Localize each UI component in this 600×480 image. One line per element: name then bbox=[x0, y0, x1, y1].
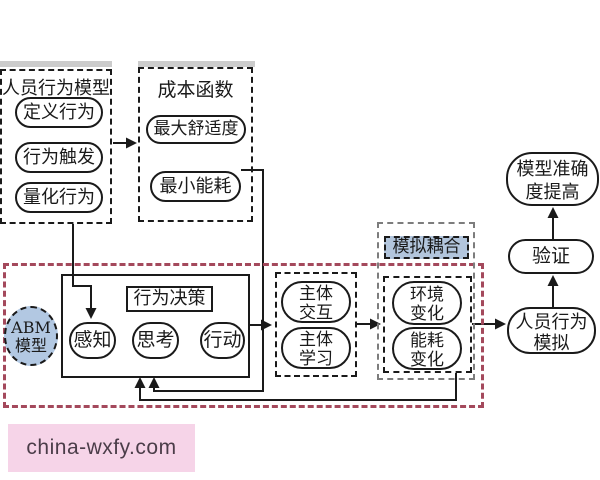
artifact-smudge-left bbox=[0, 61, 112, 67]
behavior-simulation-node: 人员行为 模拟 bbox=[507, 307, 596, 354]
behavior-trigger-node: 行为触发 bbox=[15, 142, 103, 173]
agent-learning-line1: 主体 bbox=[299, 330, 333, 350]
abm-model-ellipse: ABM 模型 bbox=[4, 306, 58, 366]
simulation-coupling-label: 模拟耦合 bbox=[384, 236, 469, 259]
abm-model-line2: 模型 bbox=[14, 336, 47, 355]
arrowhead-agent-to-coupling bbox=[370, 318, 381, 330]
simulation-coupling-box bbox=[377, 222, 475, 380]
model-accuracy-line2: 度提高 bbox=[525, 182, 580, 203]
behavior-simulation-line2: 模拟 bbox=[533, 333, 570, 354]
arrowhead-coupling-to-simulation bbox=[495, 318, 506, 330]
environment-change-line2: 变化 bbox=[410, 304, 444, 324]
energy-change-line2: 变化 bbox=[410, 350, 444, 370]
abm-model-line1: ABM bbox=[11, 318, 51, 337]
arrowhead-feedback-left bbox=[134, 377, 146, 388]
min-energy-node: 最小能耗 bbox=[150, 171, 241, 202]
artifact-smudge-right bbox=[138, 61, 255, 67]
think-node: 思考 bbox=[132, 322, 179, 359]
coupling-inner-box bbox=[383, 276, 472, 373]
agent-learning-line2: 学习 bbox=[299, 349, 333, 369]
environment-change-line1: 环境 bbox=[410, 285, 444, 305]
arrowhead-simulation-to-verification bbox=[547, 275, 559, 286]
arrowhead-verification-to-accuracy bbox=[547, 207, 559, 218]
energy-change-line1: 能耗 bbox=[410, 331, 444, 351]
behavior-model-box: 人员行为模型 bbox=[0, 69, 112, 224]
behavior-simulation-line1: 人员行为 bbox=[515, 312, 588, 333]
max-comfort-node: 最大舒适度 bbox=[146, 115, 246, 144]
arrowhead-model-to-cost bbox=[126, 137, 137, 149]
behavior-decision-box bbox=[61, 274, 250, 378]
line-model-to-perceive bbox=[72, 224, 92, 311]
watermark-banner: china-wxfy.com bbox=[8, 424, 195, 472]
act-node: 行动 bbox=[200, 322, 245, 359]
define-behavior-node: 定义行为 bbox=[15, 97, 103, 128]
line-cost-feedback bbox=[153, 169, 264, 392]
model-accuracy-line1: 模型准确 bbox=[516, 159, 589, 180]
behavior-decision-title: 行为决策 bbox=[126, 286, 213, 312]
arrowhead-abm-to-agent bbox=[261, 319, 272, 331]
behavior-model-title: 人员行为模型 bbox=[2, 78, 110, 99]
quantify-behavior-node: 量化行为 bbox=[15, 182, 103, 213]
arrowhead-to-perceive bbox=[85, 308, 97, 319]
line-energy-feedback bbox=[139, 373, 457, 401]
model-accuracy-node: 模型准确 度提高 bbox=[506, 152, 599, 206]
agent-box bbox=[275, 272, 357, 377]
energy-change-node: 能耗 变化 bbox=[392, 327, 462, 370]
environment-change-node: 环境 变化 bbox=[392, 281, 462, 325]
agent-learning-node: 主体 学习 bbox=[281, 327, 351, 369]
perceive-node: 感知 bbox=[69, 322, 116, 359]
cost-function-title: 成本函数 bbox=[157, 79, 234, 101]
agent-interaction-line2: 交互 bbox=[299, 303, 333, 323]
agent-interaction-line1: 主体 bbox=[299, 284, 333, 304]
agent-interaction-node: 主体 交互 bbox=[281, 281, 351, 323]
arrowhead-feedback-right bbox=[148, 377, 160, 388]
verification-node: 验证 bbox=[508, 239, 594, 274]
cost-function-box: 成本函数 bbox=[138, 67, 253, 222]
